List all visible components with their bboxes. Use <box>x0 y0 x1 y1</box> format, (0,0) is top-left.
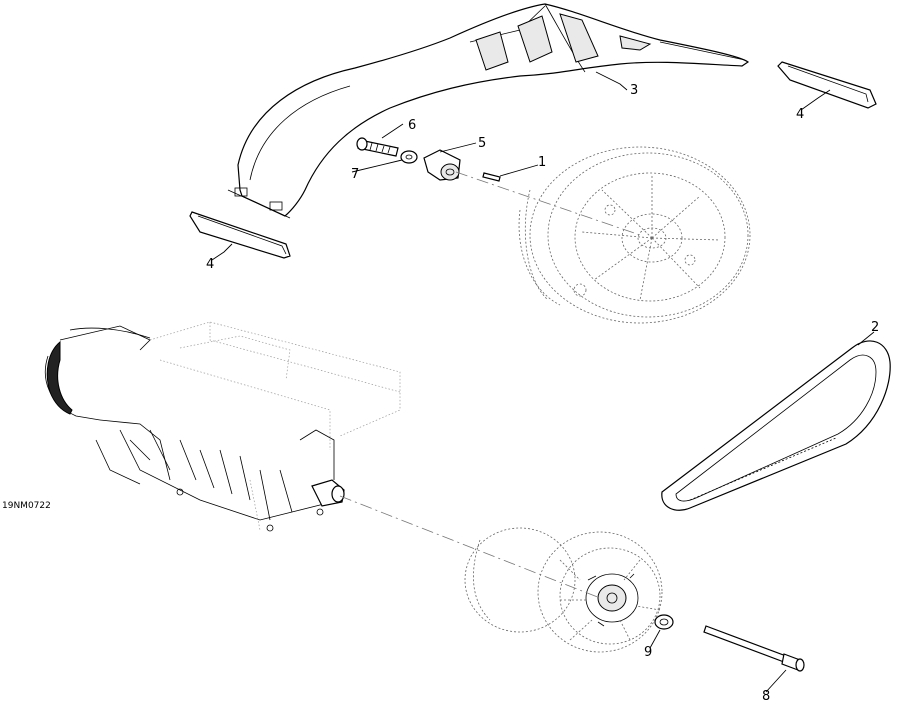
washer-part-small <box>400 150 418 164</box>
washer-part-large <box>654 614 674 630</box>
belt-guard-part <box>227 3 750 219</box>
callout-4-right: 4 <box>796 107 804 122</box>
figure-code: 19NM0722 <box>2 501 51 511</box>
pin-part <box>482 172 501 182</box>
pulley-axis-line <box>455 171 641 236</box>
callout-7: 7 <box>351 167 359 182</box>
guard-strip-left <box>189 211 291 259</box>
engine-reference <box>44 321 401 532</box>
bushing-part <box>423 149 461 181</box>
screw-part <box>356 137 399 157</box>
drive-belt-part <box>661 340 891 511</box>
callout-9: 9 <box>644 645 652 660</box>
bolt-part <box>703 625 805 672</box>
callout-5: 5 <box>478 136 486 151</box>
callout-3: 3 <box>630 83 638 98</box>
driven-pulley-reference <box>518 146 751 324</box>
guard-strip-right <box>777 61 877 109</box>
callout-1: 1 <box>538 155 546 170</box>
callout-4-left: 4 <box>206 257 214 272</box>
drive-pulley-reference <box>464 527 663 653</box>
callout-8: 8 <box>762 689 770 702</box>
callout-leader-lines <box>211 71 875 693</box>
callout-2: 2 <box>871 320 879 335</box>
crankshaft-axis-line <box>339 495 601 599</box>
callout-6: 6 <box>408 118 416 133</box>
